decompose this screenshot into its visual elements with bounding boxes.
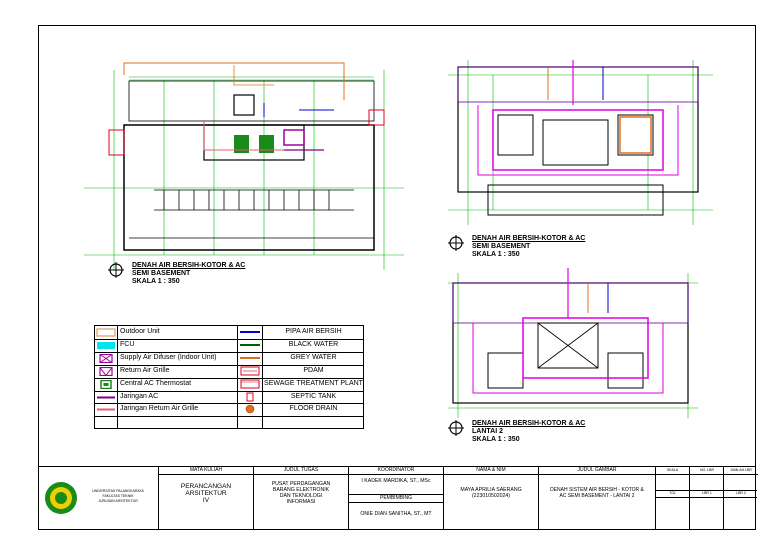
university-block: UNIVERSITAS PALANGKARAYA FAKULTAS TEKNIK…	[38, 467, 158, 530]
pdam-icon	[240, 366, 260, 376]
caption-scale: SKALA 1 : 350	[472, 251, 520, 258]
black-water-pipe-icon	[240, 343, 260, 346]
fcu-icon	[97, 341, 115, 349]
caption-scale: SKALA 1 : 350	[132, 278, 180, 285]
legend-row: Central AC Thermostat SEWAGE TREATMENT P…	[95, 378, 363, 391]
thermostat-icon	[100, 379, 112, 389]
sheet-border	[38, 25, 756, 530]
supply-air-difuser-icon	[99, 353, 113, 363]
caption-level: SEMI BASEMENT	[472, 243, 531, 250]
grey-water-pipe-icon	[240, 356, 260, 359]
caption-level: SEMI BASEMENT	[132, 270, 191, 277]
legend-row: FCU BLACK WATER	[95, 339, 363, 352]
legend-row: Jaringan AC SEPTIC TANK	[95, 391, 363, 404]
clean-water-pipe-icon	[240, 331, 260, 333]
university-logo-icon	[45, 482, 77, 514]
floor-drain-icon	[245, 405, 255, 414]
legend-table: Outdoor Unit PIPA AIR BERSIH FCU BLACK W…	[94, 325, 364, 429]
legend-row: Supply Air Difuser (Indoor Unit) GREY WA…	[95, 352, 363, 365]
sheet-info-cell: SKALA NO. LBR JUMLAH LBR TGL LBR 1 LBR 2	[655, 467, 758, 530]
ac-line-icon	[97, 396, 115, 398]
return-line-icon	[97, 408, 115, 411]
caption-title: DENAH AIR BERSIH-KOTOR & AC	[472, 235, 586, 242]
legend-row: Jaringan Return Air Grille FLOOR DRAIN	[95, 403, 363, 416]
caption-level: LANTAI 2	[472, 428, 503, 435]
mata-kuliah-cell: MATA KULIAH PERANCANGAN ARSITEKTUR IV	[158, 467, 253, 530]
nama-nim-cell: NAMA & NIM MAYA APRILIA SAERANG (2230105…	[443, 467, 538, 530]
plan-semi-basement-left	[84, 55, 404, 270]
stp-icon	[240, 379, 260, 389]
judul-gambar-cell: JUDUL GAMBAR DENAH SISTEM AIR BERSIH - K…	[538, 467, 655, 530]
koordinator-cell: KOORDINATOR I KADEK MARDIKA, ST., MSc PE…	[348, 467, 443, 530]
section-marker-icon	[448, 420, 464, 436]
outdoor-unit-icon	[96, 328, 116, 337]
section-marker-icon	[108, 262, 124, 278]
caption-title: DENAH AIR BERSIH-KOTOR & AC	[132, 262, 246, 269]
plan-lantai-2	[448, 268, 698, 418]
judul-tugas-cell: JUDUL TUGAS PUSAT PERDAGANGAN BARANG ELE…	[253, 467, 348, 530]
caption-scale: SKALA 1 : 350	[472, 436, 520, 443]
septic-tank-icon	[246, 392, 254, 401]
caption-title: DENAH AIR BERSIH-KOTOR & AC	[472, 420, 586, 427]
return-air-grille-icon	[99, 366, 113, 376]
plan-semi-basement-right	[448, 55, 713, 225]
legend-row: Return Air Grille PDAM	[95, 365, 363, 378]
title-block: UNIVERSITAS PALANGKARAYA FAKULTAS TEKNIK…	[38, 466, 758, 530]
section-marker-icon	[448, 235, 464, 251]
legend-row: Outdoor Unit PIPA AIR BERSIH	[95, 326, 363, 339]
